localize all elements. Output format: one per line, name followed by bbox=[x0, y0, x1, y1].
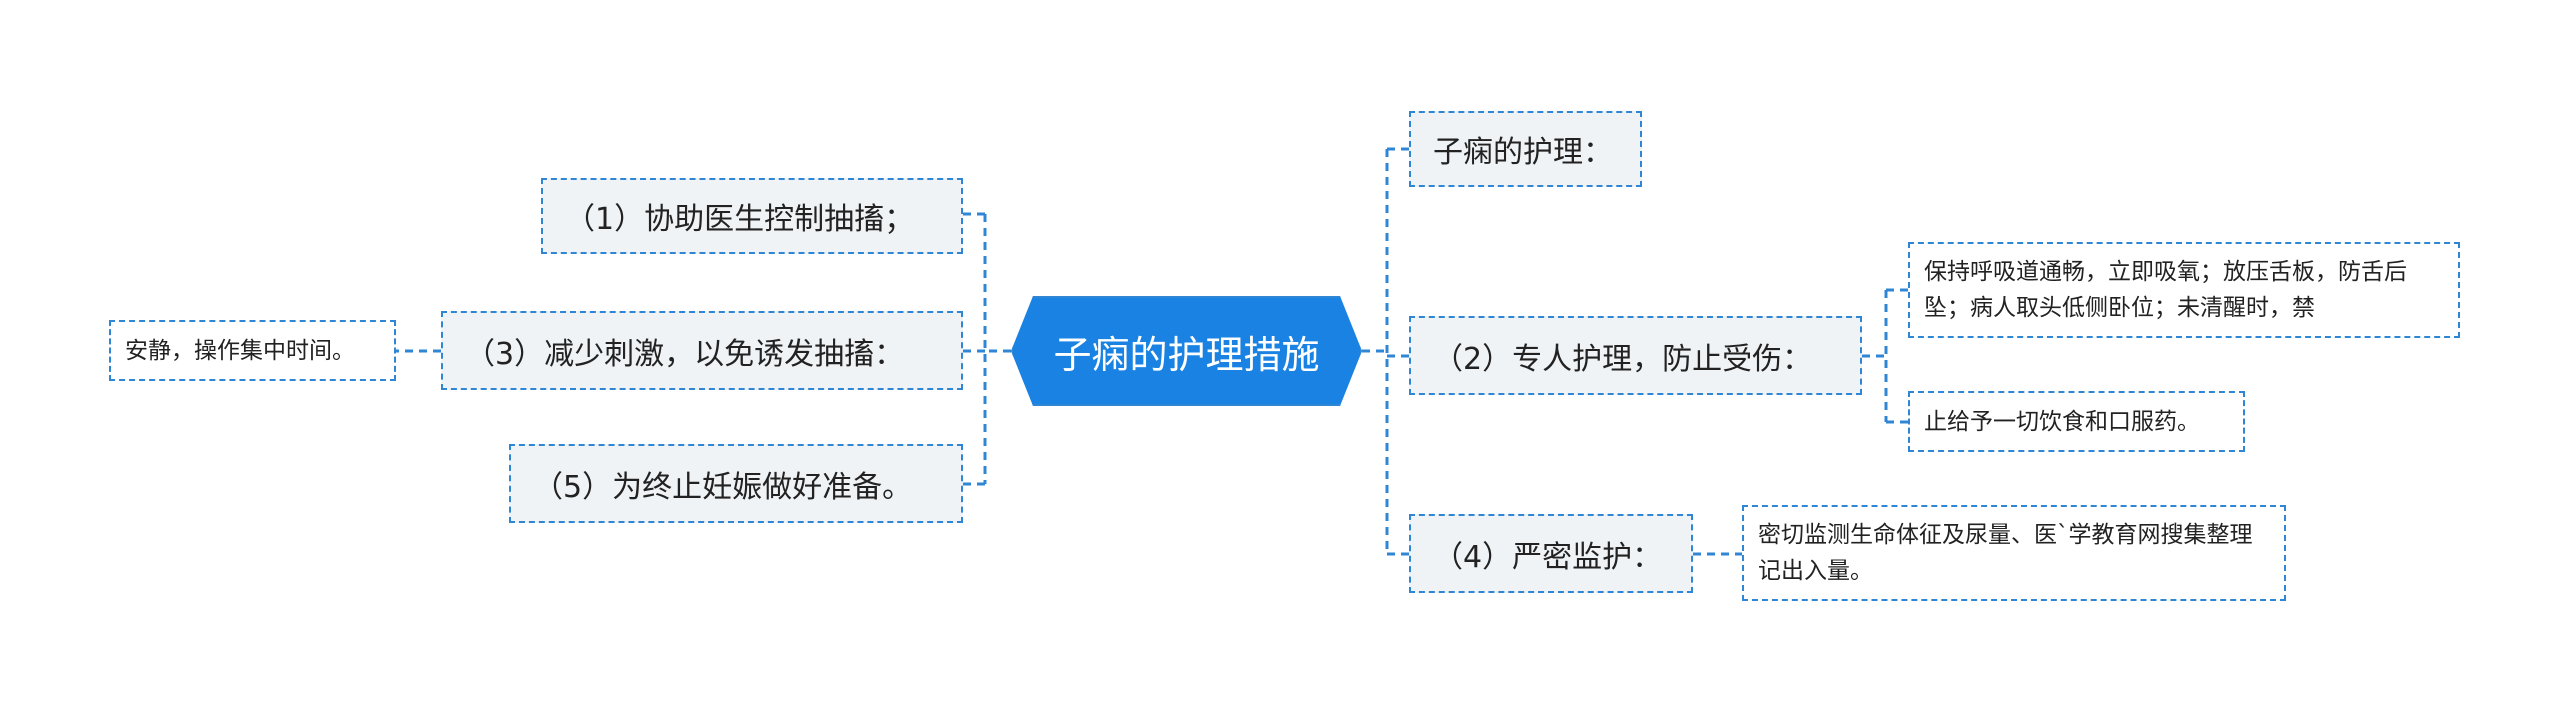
topic-step-2-label: （2）专人护理，防止受伤： bbox=[1433, 341, 1813, 377]
topic-step-2-detail-a[interactable]: 保持呼吸道通畅，立即吸氧；放压舌板，防舌后坠；病人取头低侧卧位；未清醒时，禁 bbox=[1908, 242, 2460, 338]
topic-step-1-label: （1）协助医生控制抽搐； bbox=[565, 202, 915, 237]
root-topic-label: 子痫的护理措施 bbox=[1053, 332, 1320, 377]
topic-step-4-detail-text: 密切监测生命体征及尿量、医`学教育网搜集整理记出入量。 bbox=[1758, 522, 2253, 584]
topic-step-5-label: （5）为终止妊娠做好准备。 bbox=[533, 469, 913, 505]
topic-step-4[interactable]: （4）严密监护： bbox=[1409, 514, 1693, 593]
topic-step-5[interactable]: （5）为终止妊娠做好准备。 bbox=[509, 444, 963, 523]
topic-step-2[interactable]: （2）专人护理，防止受伤： bbox=[1409, 316, 1862, 395]
topic-nursing-label: 子痫的护理： bbox=[1433, 135, 1613, 170]
topic-step-4-label: （4）严密监护： bbox=[1433, 539, 1663, 575]
topic-step-3[interactable]: （3）减少刺激，以免诱发抽搐： bbox=[441, 311, 963, 390]
topic-step-1[interactable]: （1）协助医生控制抽搐； bbox=[541, 178, 963, 254]
topic-step-3-detail[interactable]: 安静，操作集中时间。 bbox=[109, 320, 396, 381]
topic-nursing[interactable]: 子痫的护理： bbox=[1409, 111, 1642, 187]
topic-step-4-detail[interactable]: 密切监测生命体征及尿量、医`学教育网搜集整理记出入量。 bbox=[1742, 505, 2286, 601]
topic-step-2-detail-b-text: 止给予一切饮食和口服药。 bbox=[1924, 408, 2200, 435]
topic-step-3-detail-text: 安静，操作集中时间。 bbox=[125, 337, 355, 364]
topic-step-2-detail-a-text: 保持呼吸道通畅，立即吸氧；放压舌板，防舌后坠；病人取头低侧卧位；未清醒时，禁 bbox=[1924, 259, 2407, 321]
topic-step-3-label: （3）减少刺激，以免诱发抽搐： bbox=[465, 336, 905, 372]
topic-step-2-detail-b[interactable]: 止给予一切饮食和口服药。 bbox=[1908, 391, 2245, 452]
root-topic[interactable]: 子痫的护理措施 bbox=[1011, 296, 1362, 406]
